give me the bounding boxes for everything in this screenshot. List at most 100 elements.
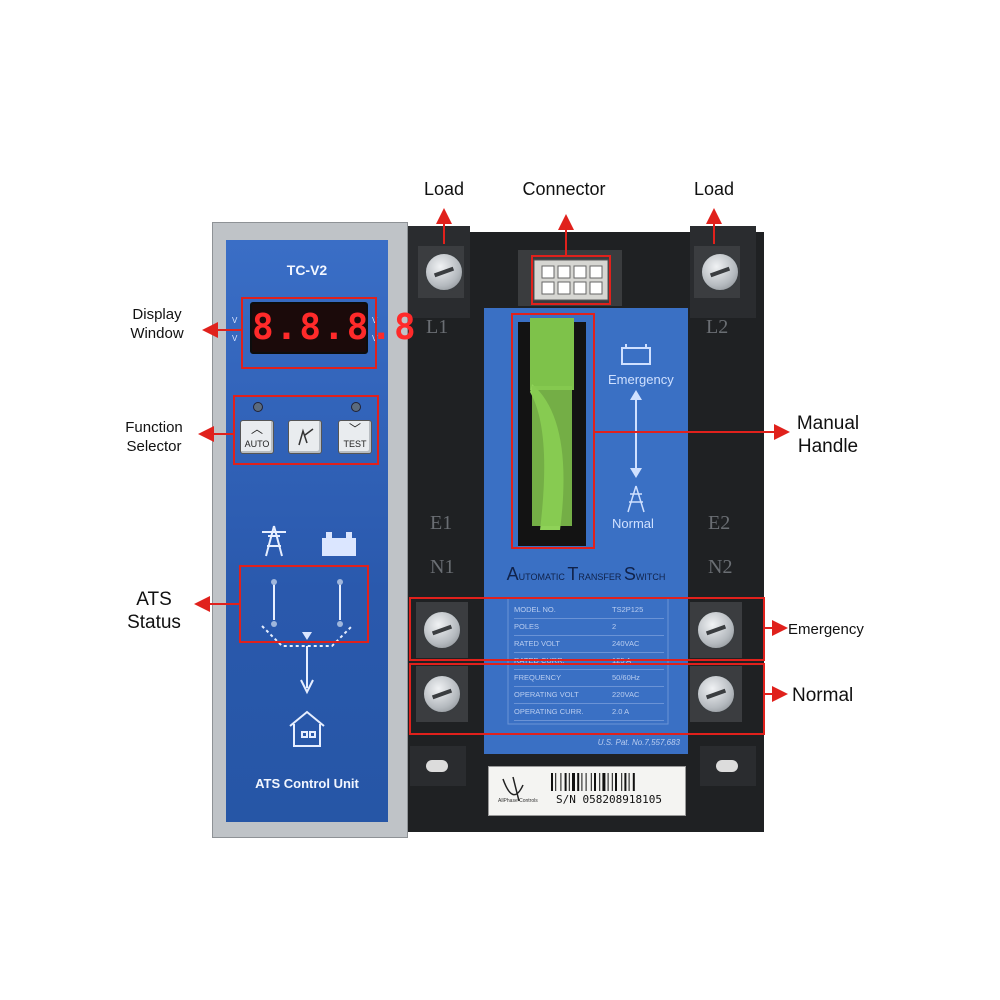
ats-status-diagram xyxy=(261,525,356,747)
test-led xyxy=(351,402,361,412)
barcode-bar xyxy=(611,773,613,791)
display-left-label-2: V xyxy=(232,334,238,343)
screw-e1 xyxy=(422,610,462,650)
ats-status-callout-line2: Status xyxy=(127,612,181,633)
manual-handle-box xyxy=(511,313,595,549)
chevron-down-icon: ﹀ xyxy=(348,422,361,436)
screw-l2 xyxy=(700,252,740,292)
barcode-graphic xyxy=(502,773,635,802)
normal-switch-led xyxy=(271,621,277,627)
display-right-label-1: V xyxy=(372,316,378,325)
display-window-box xyxy=(241,297,377,369)
nameplate-key: RATED VOLT xyxy=(514,639,560,648)
nameplate-row: MODEL NO.TS2P125 xyxy=(514,602,664,619)
nameplate-value: 2.0 A xyxy=(612,707,630,716)
ats-title-cap-s: S xyxy=(623,564,636,584)
manual-button[interactable] xyxy=(288,420,322,454)
normal-callout: Normal xyxy=(792,685,854,706)
terminal-e2-label: E2 xyxy=(708,512,731,534)
brand-name: AllPhase Controls xyxy=(498,798,538,804)
handle-top xyxy=(530,318,574,390)
screw-n1 xyxy=(422,674,462,714)
display-window-callout: Display Window xyxy=(112,305,202,343)
screw-l1 xyxy=(424,252,464,292)
barcode-bar xyxy=(572,773,575,791)
barcode-bar xyxy=(594,773,596,791)
nameplate-key: FREQUENCY xyxy=(514,673,562,682)
manual-button-group xyxy=(288,402,322,454)
nameplate-value: 240VAC xyxy=(612,639,640,648)
screw-e2 xyxy=(696,610,736,650)
nameplate-key: POLES xyxy=(514,622,540,631)
barcode-bar xyxy=(628,773,630,791)
nameplate-value: 2 xyxy=(612,622,617,631)
control-unit-footer: ATS Control Unit xyxy=(255,776,359,791)
right-mount-hole xyxy=(716,760,738,772)
connector-box xyxy=(531,255,611,305)
barcode-bar xyxy=(585,773,587,791)
barcode-bar xyxy=(590,773,592,791)
display-left-label-1: V xyxy=(232,316,238,325)
auto-button[interactable]: ︿ AUTO xyxy=(240,420,274,454)
ats-title-rest-s: WITCH xyxy=(635,572,666,582)
barcode-bar xyxy=(602,773,606,791)
manual-handle-callout-line2: Handle xyxy=(797,436,859,457)
ats-status-callout-line1: ATS xyxy=(136,589,172,610)
transfer-arrow-up xyxy=(630,390,642,400)
ats-title-cap-t: T xyxy=(567,564,579,584)
test-button-group: ﹀ TEST xyxy=(338,402,372,454)
faceplate-emergency-label: Emergency xyxy=(608,372,674,387)
generator-icon xyxy=(621,344,651,365)
utility-tower-icon xyxy=(262,525,286,557)
terminal-n2-label: N2 xyxy=(708,556,733,578)
generator-icon xyxy=(322,532,356,556)
test-button-label: TEST xyxy=(343,439,367,449)
display-right-label-2: V xyxy=(372,334,378,343)
barcode-bar xyxy=(568,773,570,791)
nameplate-row: POLES 2 xyxy=(514,619,664,636)
manual-handle-callout-line1: Manual xyxy=(796,413,860,434)
auto-led xyxy=(253,402,263,412)
ats-title-rest-a: UTOMATIC xyxy=(518,572,568,582)
barcode-bar xyxy=(615,773,617,791)
load-arrow xyxy=(300,679,314,695)
control-unit-model: TC-V2 xyxy=(286,262,328,278)
barcode-bar xyxy=(624,773,627,791)
ats-status-box xyxy=(239,565,369,643)
barcode-bar xyxy=(577,773,580,791)
manual-handle-callout: Manual Handle xyxy=(786,412,870,458)
emergency-status-led xyxy=(337,579,343,585)
connector-pins xyxy=(541,265,603,295)
transfer-arrow-down xyxy=(630,468,642,478)
barcode-bar xyxy=(607,773,609,791)
nameplate-row: OPERATING CURR.2.0 A xyxy=(514,704,664,721)
load-right-callout: Load xyxy=(693,179,735,199)
faceplate-normal-label: Normal xyxy=(612,516,654,531)
handle-body[interactable] xyxy=(532,386,572,526)
terminal-e1-label: E1 xyxy=(430,512,453,534)
barcode-bar xyxy=(632,773,635,791)
function-selector-callout-line1: Function xyxy=(125,419,183,436)
nameplate-key: MODEL NO. xyxy=(514,605,556,614)
ats-title: AUTOMATIC TRANSFER SWITCH xyxy=(484,564,688,585)
display-window-callout-line1: Display xyxy=(132,306,182,323)
function-selector-callout: Function Selector xyxy=(108,418,200,456)
emergency-switch-led xyxy=(337,621,343,627)
barcode-bar xyxy=(564,773,567,791)
hand-icon xyxy=(298,428,314,446)
normal-box xyxy=(409,663,765,735)
test-button[interactable]: ﹀ TEST xyxy=(338,420,372,454)
bus-line xyxy=(261,625,353,647)
power-tower-icon xyxy=(627,485,645,513)
patent-number: U.S. Pat. No.7,557,683 xyxy=(597,738,680,747)
terminal-l2-label: L2 xyxy=(706,316,729,338)
function-selector-box xyxy=(233,395,379,465)
auto-button-group: ︿ AUTO xyxy=(240,402,274,454)
function-selector-callout-line2: Selector xyxy=(126,438,182,455)
terminal-n1-label: N1 xyxy=(430,556,455,578)
ats-title-cap-a: A xyxy=(506,564,519,584)
left-mount-hole xyxy=(426,760,448,772)
barcode-bar xyxy=(555,773,557,791)
